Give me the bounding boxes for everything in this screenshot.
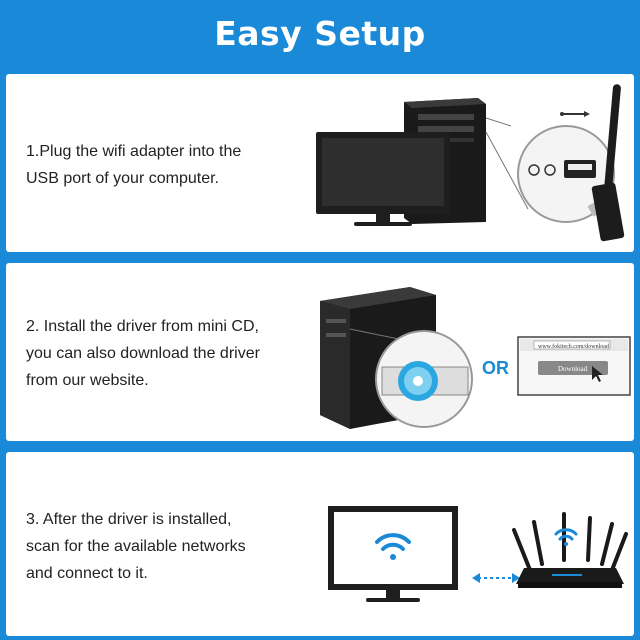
- monitor-icon: [328, 506, 458, 602]
- step-3-panel: 3. After the driver is installed, scan f…: [6, 452, 634, 636]
- step-3-text: 3. After the driver is installed, scan f…: [26, 506, 296, 587]
- browser-url: www.fokitech.com/download: [538, 343, 609, 350]
- cd-drive-zoom: [375, 330, 473, 428]
- step-2-line-2: you can also download the driver: [26, 345, 260, 362]
- wifi-icon: [554, 528, 578, 546]
- wifi-adapter-icon: [587, 84, 625, 242]
- monitor-icon: [316, 132, 450, 226]
- usb-icon: [560, 111, 590, 117]
- step-3-line-1: 3. After the driver is installed,: [26, 511, 232, 528]
- step-3-line-3: and connect to it.: [26, 565, 148, 582]
- router-icon: [512, 512, 628, 588]
- step-3-illustration: [328, 506, 628, 602]
- connection-arrow-icon: [472, 573, 520, 583]
- step-3-line-2: scan for the available networks: [26, 538, 246, 555]
- step-2-line-3: from our website.: [26, 372, 149, 389]
- step-1-line-2: USB port of your computer.: [26, 170, 219, 187]
- usb-port-zoom: [517, 111, 615, 223]
- or-label: OR: [482, 358, 509, 378]
- wifi-icon: [375, 533, 411, 560]
- cd-icon: [398, 361, 438, 401]
- page-title: Easy Setup: [214, 14, 426, 53]
- step-1-illustration: [316, 84, 625, 242]
- step-2-line-1: 2. Install the driver from mini CD,: [26, 318, 259, 335]
- step-2-illustration: OR www.fokitech.com/download Download: [320, 287, 631, 429]
- download-button[interactable]: Download: [558, 365, 588, 373]
- step-1-line-1: 1.Plug the wifi adapter into the: [26, 143, 242, 160]
- step-1-panel: 1.Plug the wifi adapter into the USB por…: [6, 74, 634, 252]
- step-2-panel: 2. Install the driver from mini CD, you …: [6, 263, 634, 441]
- cursor-icon: [592, 366, 603, 382]
- browser-icon: www.fokitech.com/download Download: [517, 336, 631, 396]
- step-2-text: 2. Install the driver from mini CD, you …: [26, 313, 296, 394]
- step-1-text: 1.Plug the wifi adapter into the USB por…: [26, 138, 296, 192]
